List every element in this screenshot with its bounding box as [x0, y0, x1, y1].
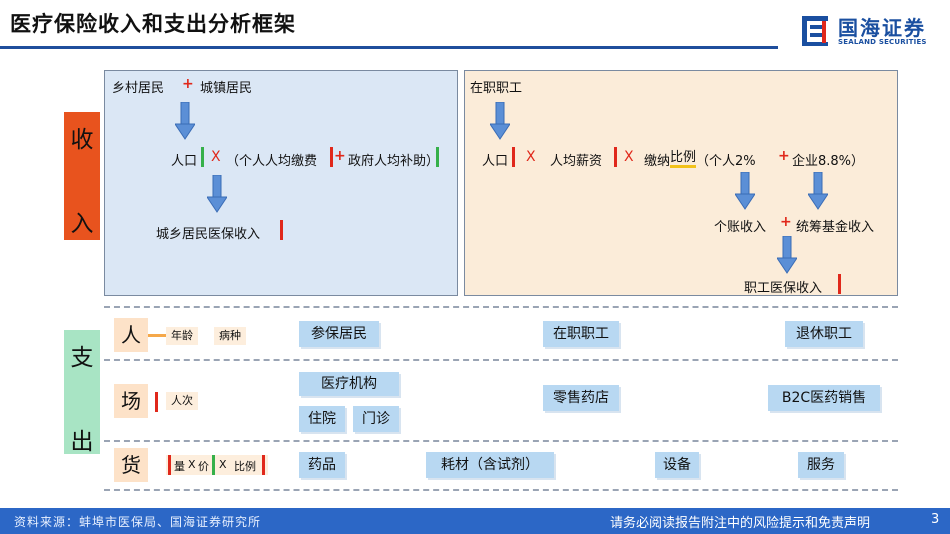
personal-account-income-label: 个账收入: [714, 220, 767, 235]
sealand-logo-icon: [802, 16, 828, 46]
footer-source: 资料来源：蚌埠市医保局、国海证券研究所: [14, 515, 262, 529]
ratio-label: 比例: [234, 460, 256, 473]
footer-bar: [0, 508, 950, 534]
contribution-label: 缴纳: [644, 154, 671, 169]
plus-sign: +: [778, 148, 790, 164]
plus-sign: +: [780, 214, 792, 230]
dashed-separator: [104, 359, 898, 361]
gov-subsidy-label: 政府人均补助）: [348, 154, 440, 169]
up-arrow-red-icon: [155, 392, 158, 412]
red-indicator-bar: [330, 147, 333, 167]
spend-label: 支 出: [64, 330, 100, 455]
red-indicator-bar: [838, 274, 841, 294]
red-indicator-bar: [614, 147, 617, 167]
active-employees-label: 在职职工: [470, 81, 523, 96]
spend-char-2: 出: [70, 429, 94, 455]
visit-count-tag: 人次: [166, 392, 198, 410]
goods-formula-tag: [166, 455, 268, 475]
arrow-down-icon: [777, 236, 797, 274]
multiply-sign: X: [219, 458, 227, 471]
disease-tag: 病种: [214, 327, 246, 345]
green-indicator-bar: [436, 147, 439, 167]
resident-insurance-income-label: 城乡居民医保收入: [156, 227, 261, 242]
green-indicator-bar: [201, 147, 204, 167]
place-label: 场: [114, 384, 148, 418]
employee-income-panel: [464, 70, 898, 296]
rural-residents-label: 乡村居民: [112, 81, 165, 96]
logo-text-en: SEALAND SECURITIES: [838, 38, 927, 46]
outpatient-box: 门诊: [353, 406, 399, 432]
plus-sign: +: [334, 148, 346, 164]
multiply-sign: X: [526, 149, 536, 165]
income-label: 收 入: [64, 112, 100, 240]
equipment-box: 设备: [655, 452, 699, 478]
b2c-pharma-sales-box: B2C医药销售: [768, 385, 880, 411]
income-char-2: 入: [70, 211, 94, 237]
dashed-separator: [104, 440, 898, 442]
consumables-box: 耗材（含试剂）: [426, 452, 554, 478]
green-indicator-bar: [212, 455, 215, 475]
population-label: 人口: [171, 154, 198, 169]
footer-disclaimer: 请务必阅读报告附注中的风险提示和免责声明: [610, 516, 871, 531]
pooled-fund-income-label: 统筹基金收入: [796, 220, 875, 235]
price-label: 价: [198, 460, 209, 473]
plus-sign: +: [182, 76, 194, 92]
dashed-separator: [104, 489, 898, 491]
drugs-box: 药品: [299, 452, 345, 478]
dashed-separator: [104, 306, 898, 308]
header-divider: [0, 46, 778, 49]
ratio-label: 比例: [670, 150, 697, 168]
income-char-1: 收: [70, 127, 94, 153]
insured-residents-box: 参保居民: [299, 321, 379, 347]
multiply-sign: X: [211, 149, 221, 165]
red-indicator-bar: [280, 220, 283, 240]
goods-label: 货: [114, 448, 148, 482]
arrow-down-icon: [207, 175, 227, 213]
retired-employees-box: 退休职工: [785, 321, 863, 347]
spend-char-1: 支: [70, 345, 94, 371]
red-indicator-bar: [262, 455, 265, 475]
logo-text-cn: 国海证券: [838, 16, 926, 40]
enterprise-rate-label: 企业8.8%）: [792, 154, 865, 169]
services-box: 服务: [798, 452, 844, 478]
quantity-label: 量: [174, 460, 185, 473]
page-number: 3: [931, 512, 940, 527]
employee-insurance-income-label: 职工医保收入: [744, 281, 823, 296]
arrow-down-icon: [808, 172, 828, 210]
connector-line: [148, 334, 166, 337]
individual-rate-label: （个人2%: [696, 154, 756, 169]
page-title: 医疗保险收入和支出分析框架: [10, 12, 296, 36]
multiply-sign: X: [188, 458, 196, 471]
arrow-down-icon: [175, 102, 195, 140]
urban-residents-label: 城镇居民: [200, 81, 253, 96]
arrow-down-icon: [735, 172, 755, 210]
individual-contribution-label: （个人人均缴费: [226, 154, 318, 169]
population-label: 人口: [482, 154, 509, 169]
age-tag: 年龄: [166, 327, 198, 345]
medical-institutions-box: 医疗机构: [299, 372, 399, 396]
people-label: 人: [114, 318, 148, 352]
arrow-down-icon: [490, 102, 510, 140]
multiply-sign: X: [624, 149, 634, 165]
inpatient-box: 住院: [299, 406, 345, 432]
up-arrow-red-icon: [168, 455, 171, 475]
active-employees-box: 在职职工: [543, 321, 619, 347]
red-indicator-bar: [512, 147, 515, 167]
avg-salary-label: 人均薪资: [550, 154, 603, 169]
retail-pharmacy-box: 零售药店: [543, 385, 619, 411]
resident-income-panel: [104, 70, 458, 296]
